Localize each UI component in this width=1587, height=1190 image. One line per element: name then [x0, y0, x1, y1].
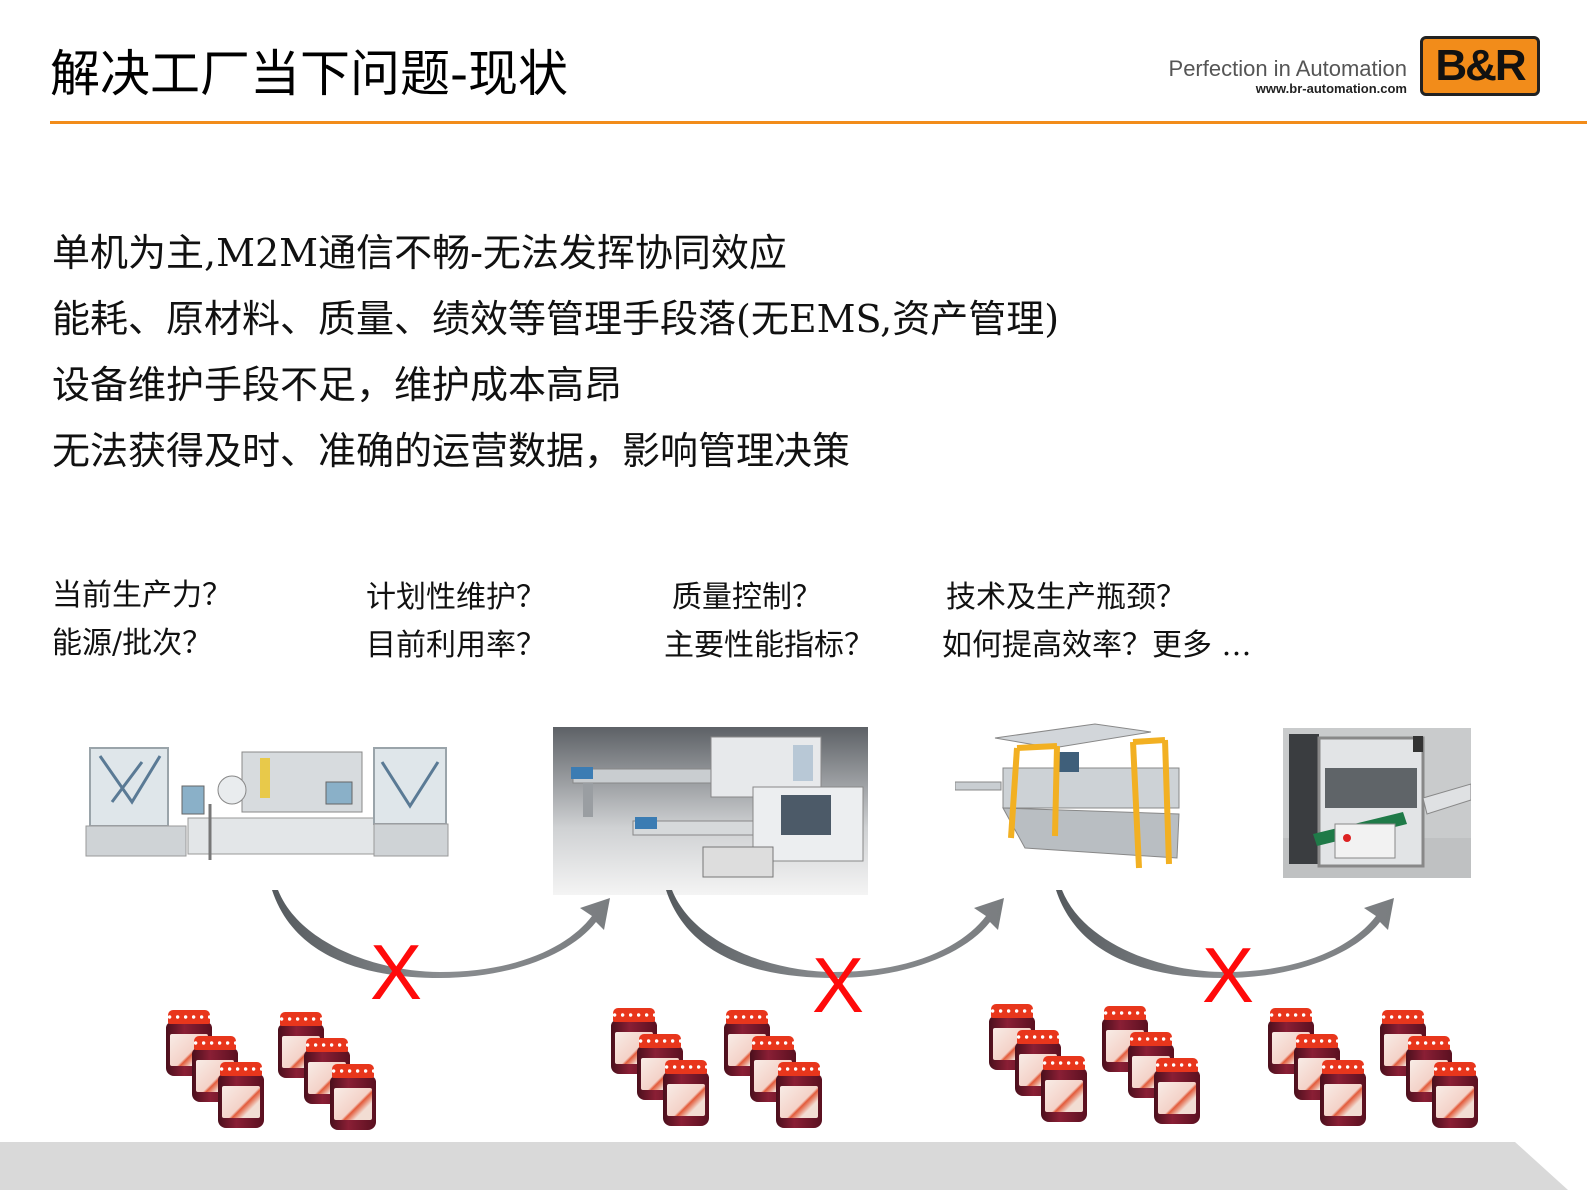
problem-item: 能耗、原材料、质量、绩效等管理手段落(无EMS,资产管理)	[52, 297, 1060, 341]
machine-image-blister-line	[82, 742, 452, 864]
question-text: 如何提高效率？更多 …	[942, 628, 1252, 663]
question-group-4: 技术及生产瓶颈？ 如何提高效率？更多 …	[942, 574, 1252, 670]
broken-link-x-icon: X	[370, 928, 423, 1016]
question-text: 质量控制？	[672, 580, 822, 615]
question-group-3: 质量控制？ 主要性能指标？	[664, 574, 874, 670]
question-text: 目前利用率？	[366, 628, 546, 663]
machine-image-case-packer	[1283, 728, 1471, 878]
problem-item: 无法获得及时、准确的运营数据，影响管理决策	[52, 429, 851, 473]
problem-list: 单机为主,M2M通信不畅-无法发挥协同效应 能耗、原材料、质量、绩效等管理手段落…	[52, 220, 1059, 484]
br-logo: B&R	[1420, 36, 1540, 96]
broken-link-x-icon: X	[1202, 931, 1255, 1019]
machine-image-flow-wrapper	[553, 727, 868, 895]
problem-item: 单机为主,M2M通信不畅-无法发挥协同效应	[52, 231, 787, 275]
jam-jar-icon	[1320, 1060, 1366, 1126]
jam-jar-icon	[1041, 1056, 1087, 1122]
broken-link-x-icon: X	[812, 941, 865, 1029]
question-group-1: 当前生产力？ 能源/批次？	[52, 572, 232, 668]
problem-item: 设备维护手段不足，维护成本高昂	[52, 363, 623, 407]
jam-jar-icon	[1432, 1062, 1478, 1128]
brand-slogan: Perfection in Automation	[1168, 56, 1407, 81]
question-text: 技术及生产瓶颈？	[946, 580, 1186, 615]
question-text: 能源/批次？	[52, 626, 213, 661]
jam-jar-icon	[1154, 1058, 1200, 1124]
question-text: 计划性维护？	[366, 580, 546, 615]
jam-jar-icon	[611, 1008, 657, 1074]
question-group-2: 计划性维护？ 目前利用率？	[366, 574, 546, 670]
floor-surface	[0, 1142, 1568, 1190]
question-text: 当前生产力？	[52, 578, 232, 613]
brand-block: Perfection in Automation www.br-automati…	[1169, 56, 1407, 96]
jam-jar-icon	[776, 1062, 822, 1128]
brand-url: www.br-automation.com	[1255, 81, 1407, 96]
page-title: 解决工厂当下问题-现状	[50, 45, 569, 103]
arrow-icon	[272, 890, 610, 978]
machine-image-cartoner	[955, 718, 1190, 880]
jam-jar-icon	[218, 1062, 264, 1128]
question-text: 主要性能指标？	[664, 628, 874, 663]
jam-jar-icon	[330, 1064, 376, 1130]
header-divider	[50, 121, 1587, 124]
jam-jar-icon	[663, 1060, 709, 1126]
